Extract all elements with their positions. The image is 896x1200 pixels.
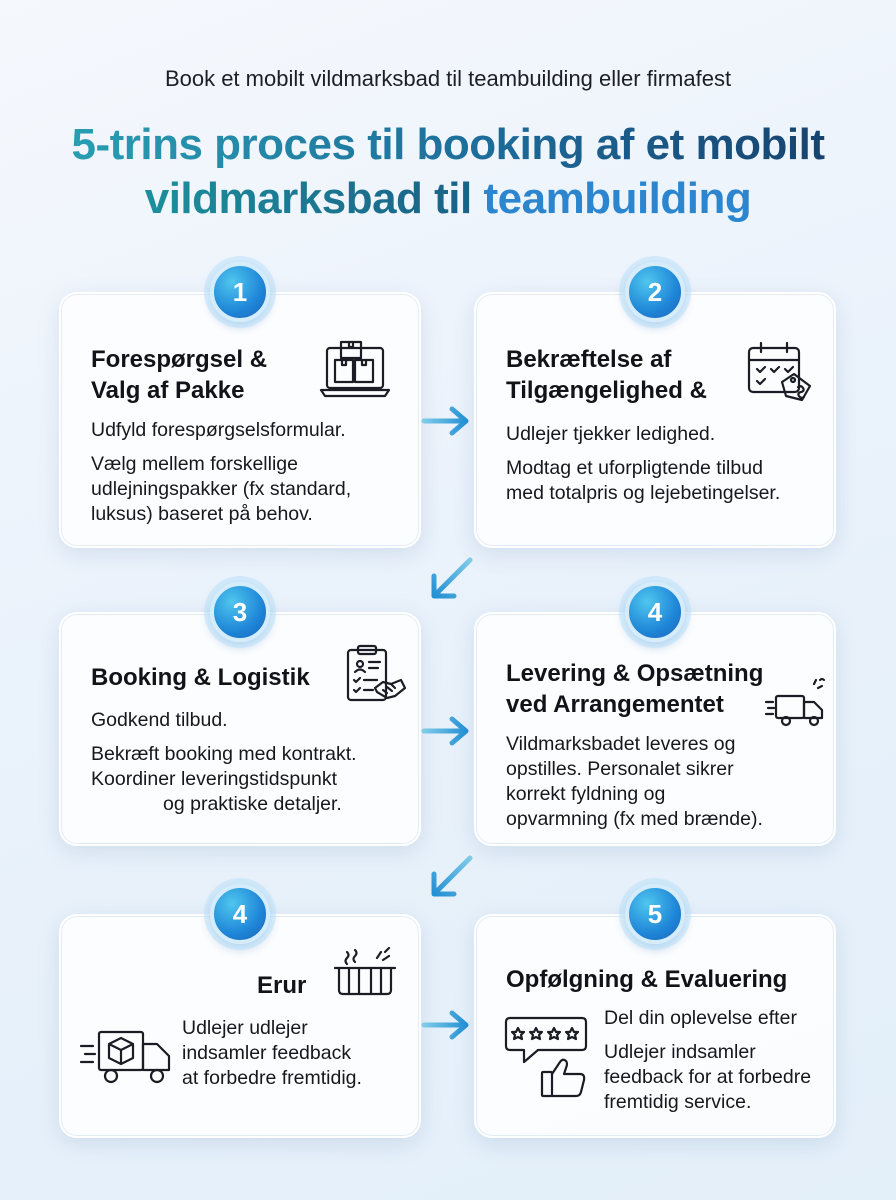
step-2-text-line: Udlejer tjekker ledighed.: [506, 423, 716, 445]
review-thumbs-up-icon: [504, 1016, 588, 1098]
step-1-text-line: Udfyld forespørgselsformular.: [91, 419, 346, 441]
step-3-text: Godkend tilbud. Bekræft booking med kont…: [91, 708, 357, 817]
title-line-2a: vildmarksbad til: [144, 174, 484, 223]
step-card-1: Forespørgsel & Valg af Pakke Udfyld fore…: [59, 292, 421, 548]
step-4-text-line: Vildmarksbadet leveres og: [506, 733, 736, 755]
step-3-title: Booking & Logistik: [91, 664, 310, 691]
step-1-text-line: Vælg mellem forskellige: [91, 453, 298, 475]
arrow-down-left-icon: [431, 557, 473, 599]
calendar-price-tag-icon: [747, 341, 812, 402]
step-card-4: Levering & Opsætning ved Arrangementet V…: [474, 612, 836, 846]
step-3-text-line: Koordiner leveringstidspunkt: [91, 768, 338, 790]
step-badge-2: 2: [625, 262, 685, 322]
step-5-text-line: at forbedre fremtidig.: [182, 1067, 362, 1089]
step-5-text: Udlejer udlejer indsamler feedback at fo…: [182, 1016, 362, 1091]
step-4-text-line: korrekt fyldning og: [506, 783, 666, 805]
step-6-text-line: feedback for at forbedre: [604, 1066, 812, 1088]
step-2-text: Udlejer tjekker ledighed. Modtag et ufor…: [506, 422, 780, 506]
step-5-text-line: Udlejer udlejer: [182, 1017, 308, 1039]
step-3-text-line: og praktiske detaljer.: [163, 793, 342, 815]
step-badge-4: 4: [625, 582, 685, 642]
truck-package-icon: [79, 1030, 171, 1084]
step-2-text-line: Modtag et uforpligtende tilbud: [506, 457, 763, 479]
step-1-text-line: luksus) baseret på behov.: [91, 503, 313, 525]
arrow-right-icon: [421, 406, 469, 436]
step-badge-1: 1: [210, 262, 270, 322]
step-badge-5: 4: [210, 884, 270, 944]
step-1-text: Udfyld forespørgselsformular. Vælg melle…: [91, 418, 351, 527]
arrow-down-left-icon: [431, 855, 473, 897]
step-6-text-line: Del din oplevelse efter: [604, 1007, 797, 1029]
step-4-text-line: opstilles. Personalet sikrer: [506, 758, 734, 780]
arrow-right-icon: [421, 716, 469, 746]
step-6-text-line: Udlejer indsamler: [604, 1041, 756, 1063]
step-1-title: Forespørgsel & Valg af Pakke: [91, 346, 268, 404]
title-line-1: 5-trins proces til booking af et mobilt: [0, 118, 896, 172]
step-2-text-line: med totalpris og lejebetingelser.: [506, 482, 781, 504]
step-6-text-line: fremtidig service.: [604, 1091, 752, 1113]
step-card-6: Opfølgning & Evaluering Del din oplevels…: [474, 914, 836, 1138]
title-line-2b: teambuilding: [483, 174, 752, 223]
step-6-text: Del din oplevelse efter Udlejer indsamle…: [604, 1006, 811, 1115]
step-card-5: Erur Udlejer udlejer indsamler feedback …: [59, 914, 421, 1138]
step-5-title: Erur: [257, 972, 307, 999]
step-6-title: Opfølgning & Evaluering: [506, 966, 788, 993]
arrow-right-icon: [421, 1010, 469, 1040]
delivery-truck-icon: [764, 677, 826, 727]
step-card-3: Booking & Logistik Godkend tilbud. Bekræ…: [59, 612, 421, 846]
page-subtitle: Book et mobilt vildmarksbad til teambuil…: [164, 66, 732, 91]
step-2-title: Bekræftelse af Tilgængelighed &: [506, 346, 707, 404]
step-1-text-line: udlejningspakker (fx standard,: [91, 478, 352, 500]
step-3-text-line: Bekræft booking med kontrakt.: [91, 743, 357, 765]
step-3-text-line: Godkend tilbud.: [91, 709, 228, 731]
step-badge-3: 3: [210, 582, 270, 642]
clipboard-handshake-icon: [346, 644, 407, 702]
hot-tub-icon: [333, 946, 397, 996]
step-4-title: Levering & Opsætning ved Arrangementet: [506, 660, 764, 718]
step-4-text: Vildmarksbadet leveres og opstilles. Per…: [506, 732, 763, 832]
step-4-text-line: opvarmning (fx med brænde).: [506, 808, 763, 830]
step-card-2: Bekræftelse af Tilgængelighed & Udlejer …: [474, 292, 836, 548]
laptop-boxes-icon: [319, 340, 391, 398]
page-title: 5-trins proces til booking af et mobilt …: [0, 118, 896, 226]
step-badge-6: 5: [625, 884, 685, 944]
step-5-text-line: indsamler feedback: [182, 1042, 352, 1064]
